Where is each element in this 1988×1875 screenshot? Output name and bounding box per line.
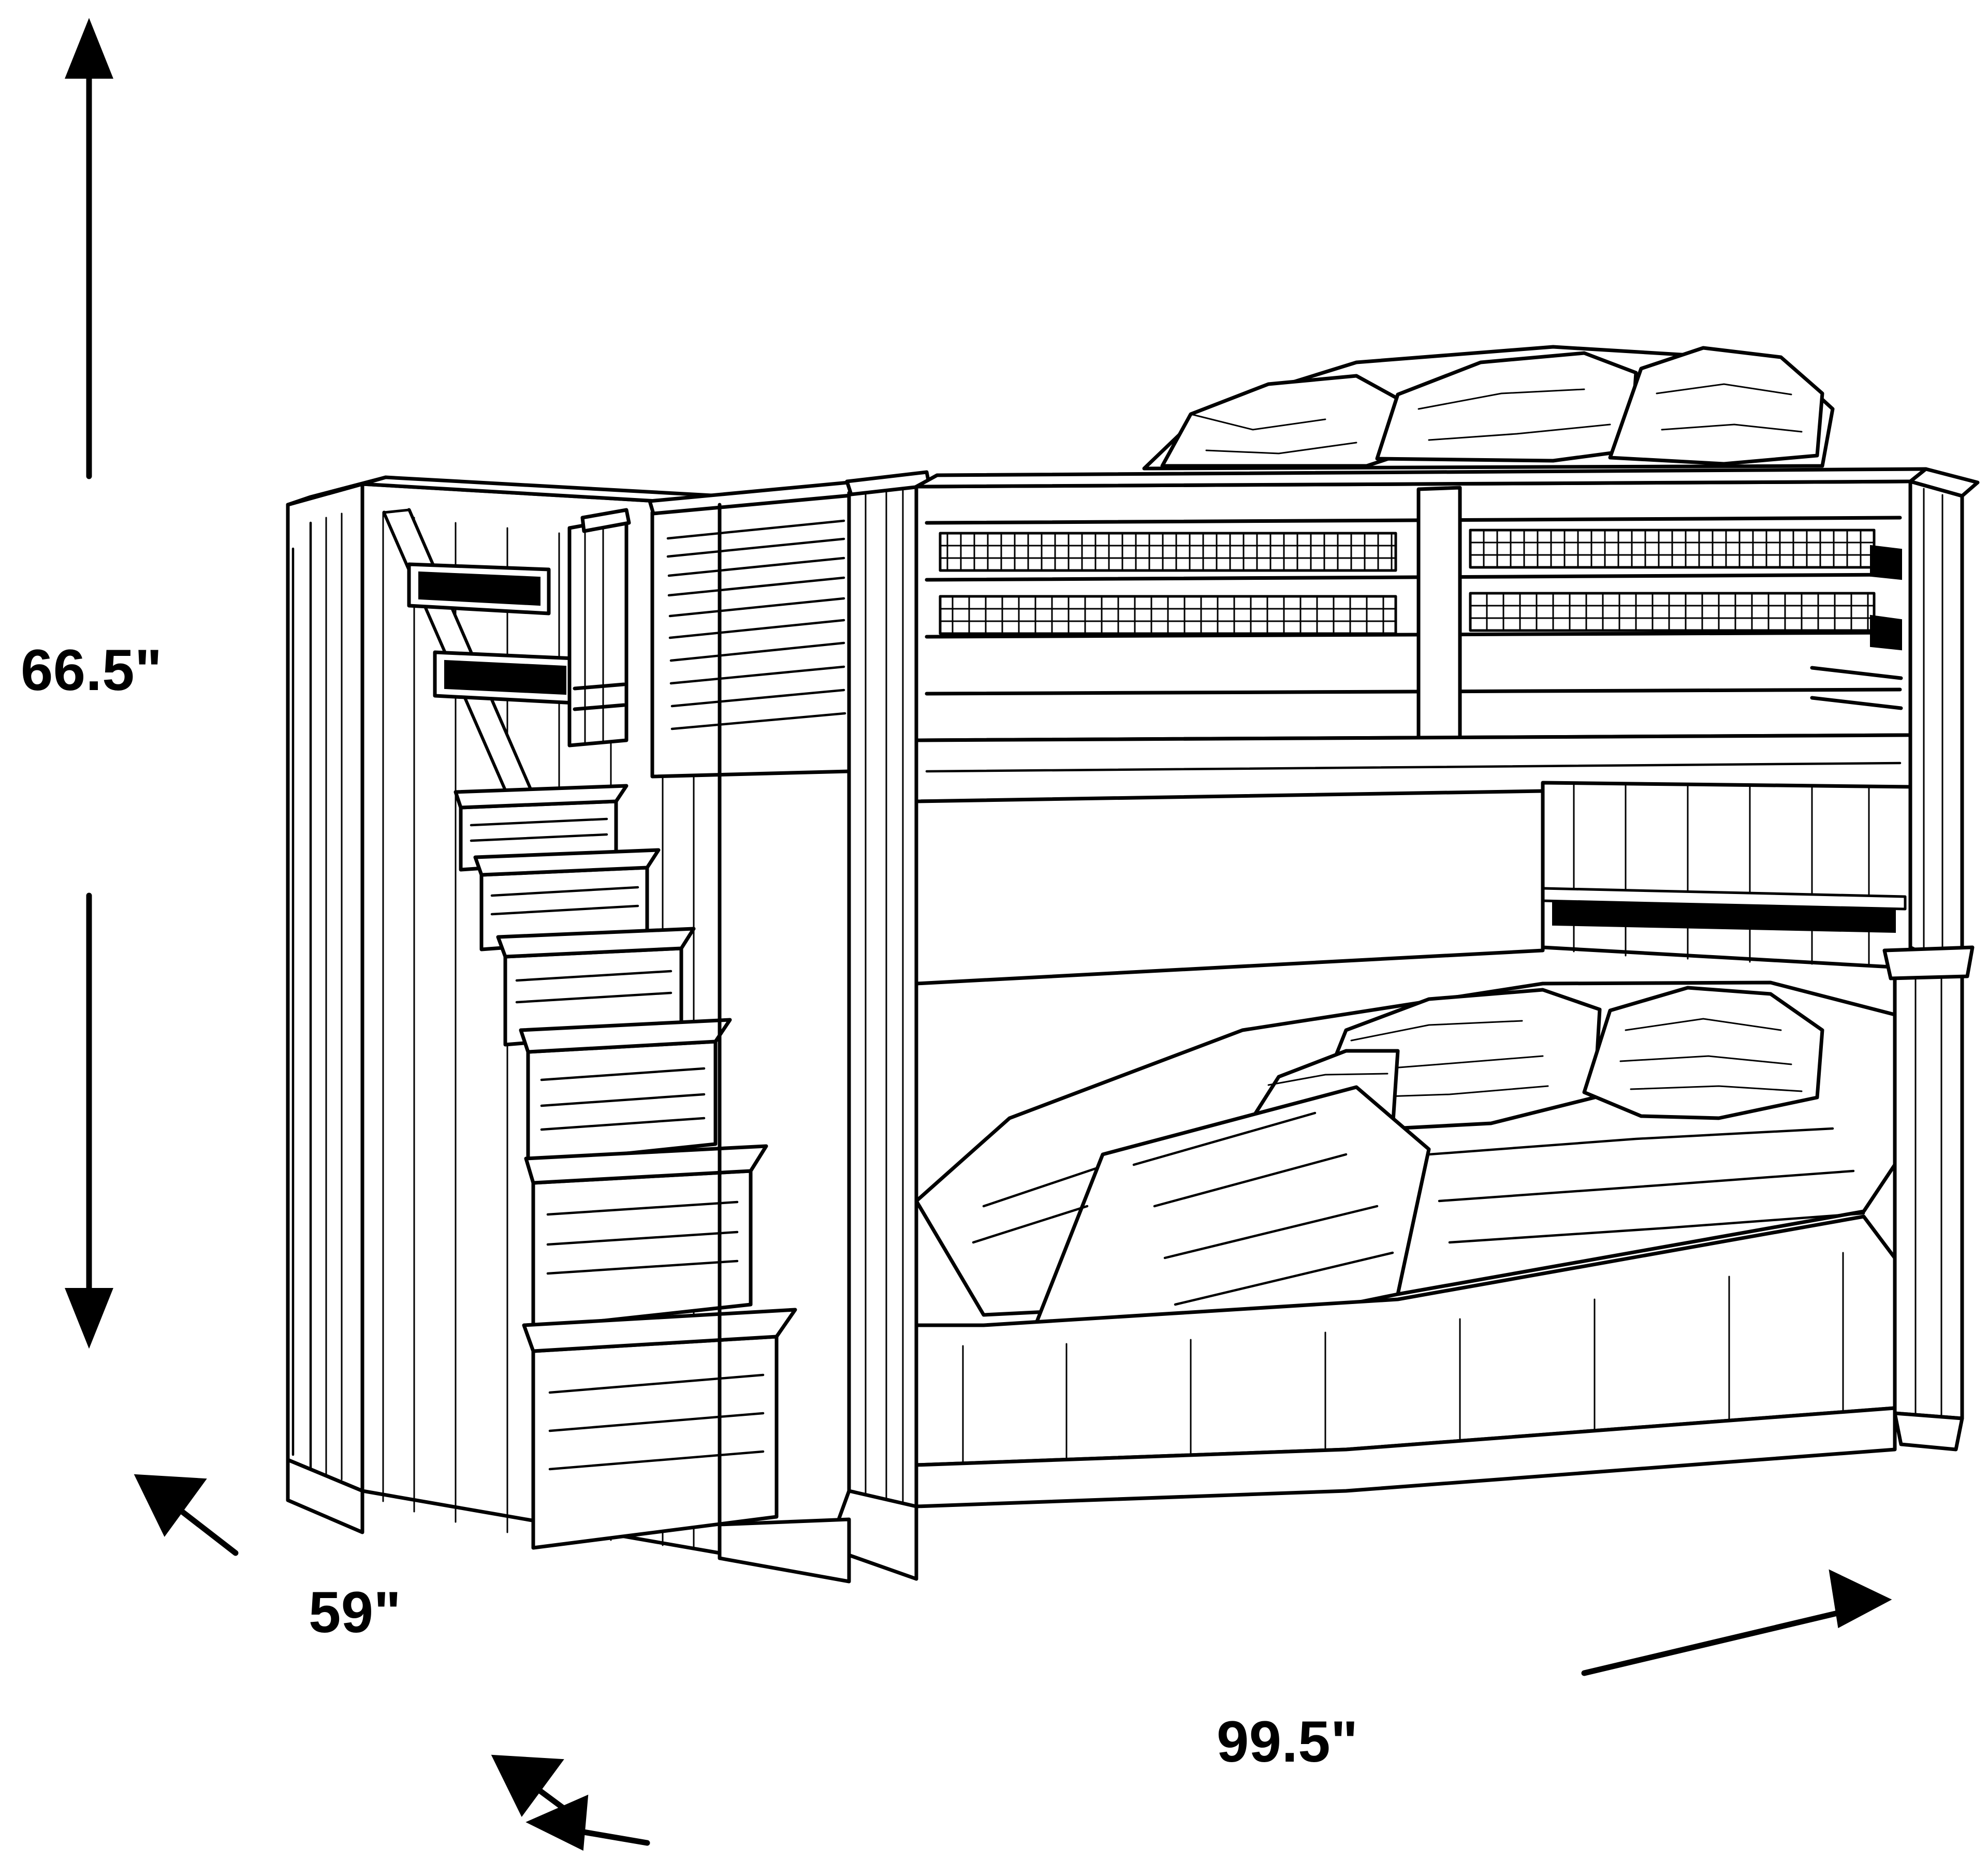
guardrail-mesh-right: [1469, 529, 1876, 632]
upper-pillows: [1160, 346, 1824, 468]
guardrail-mesh-left: [939, 532, 1397, 635]
depth-arrow-group: [134, 1474, 650, 1851]
height-arrow-group: [65, 18, 113, 1349]
width-dimension-label: 99.5": [1217, 1709, 1358, 1774]
headboard-slats: [666, 519, 846, 730]
footboard-grain: [962, 1252, 1844, 1463]
width-arrow-group: [1581, 1569, 1892, 1676]
depth-dimension-label: 59": [309, 1580, 402, 1645]
height-dimension-label: 66.5": [21, 638, 163, 702]
stair-drawers: [454, 784, 797, 1550]
bed-structure: [286, 345, 1980, 1584]
lower-comforter-folds: [972, 1127, 1865, 1244]
